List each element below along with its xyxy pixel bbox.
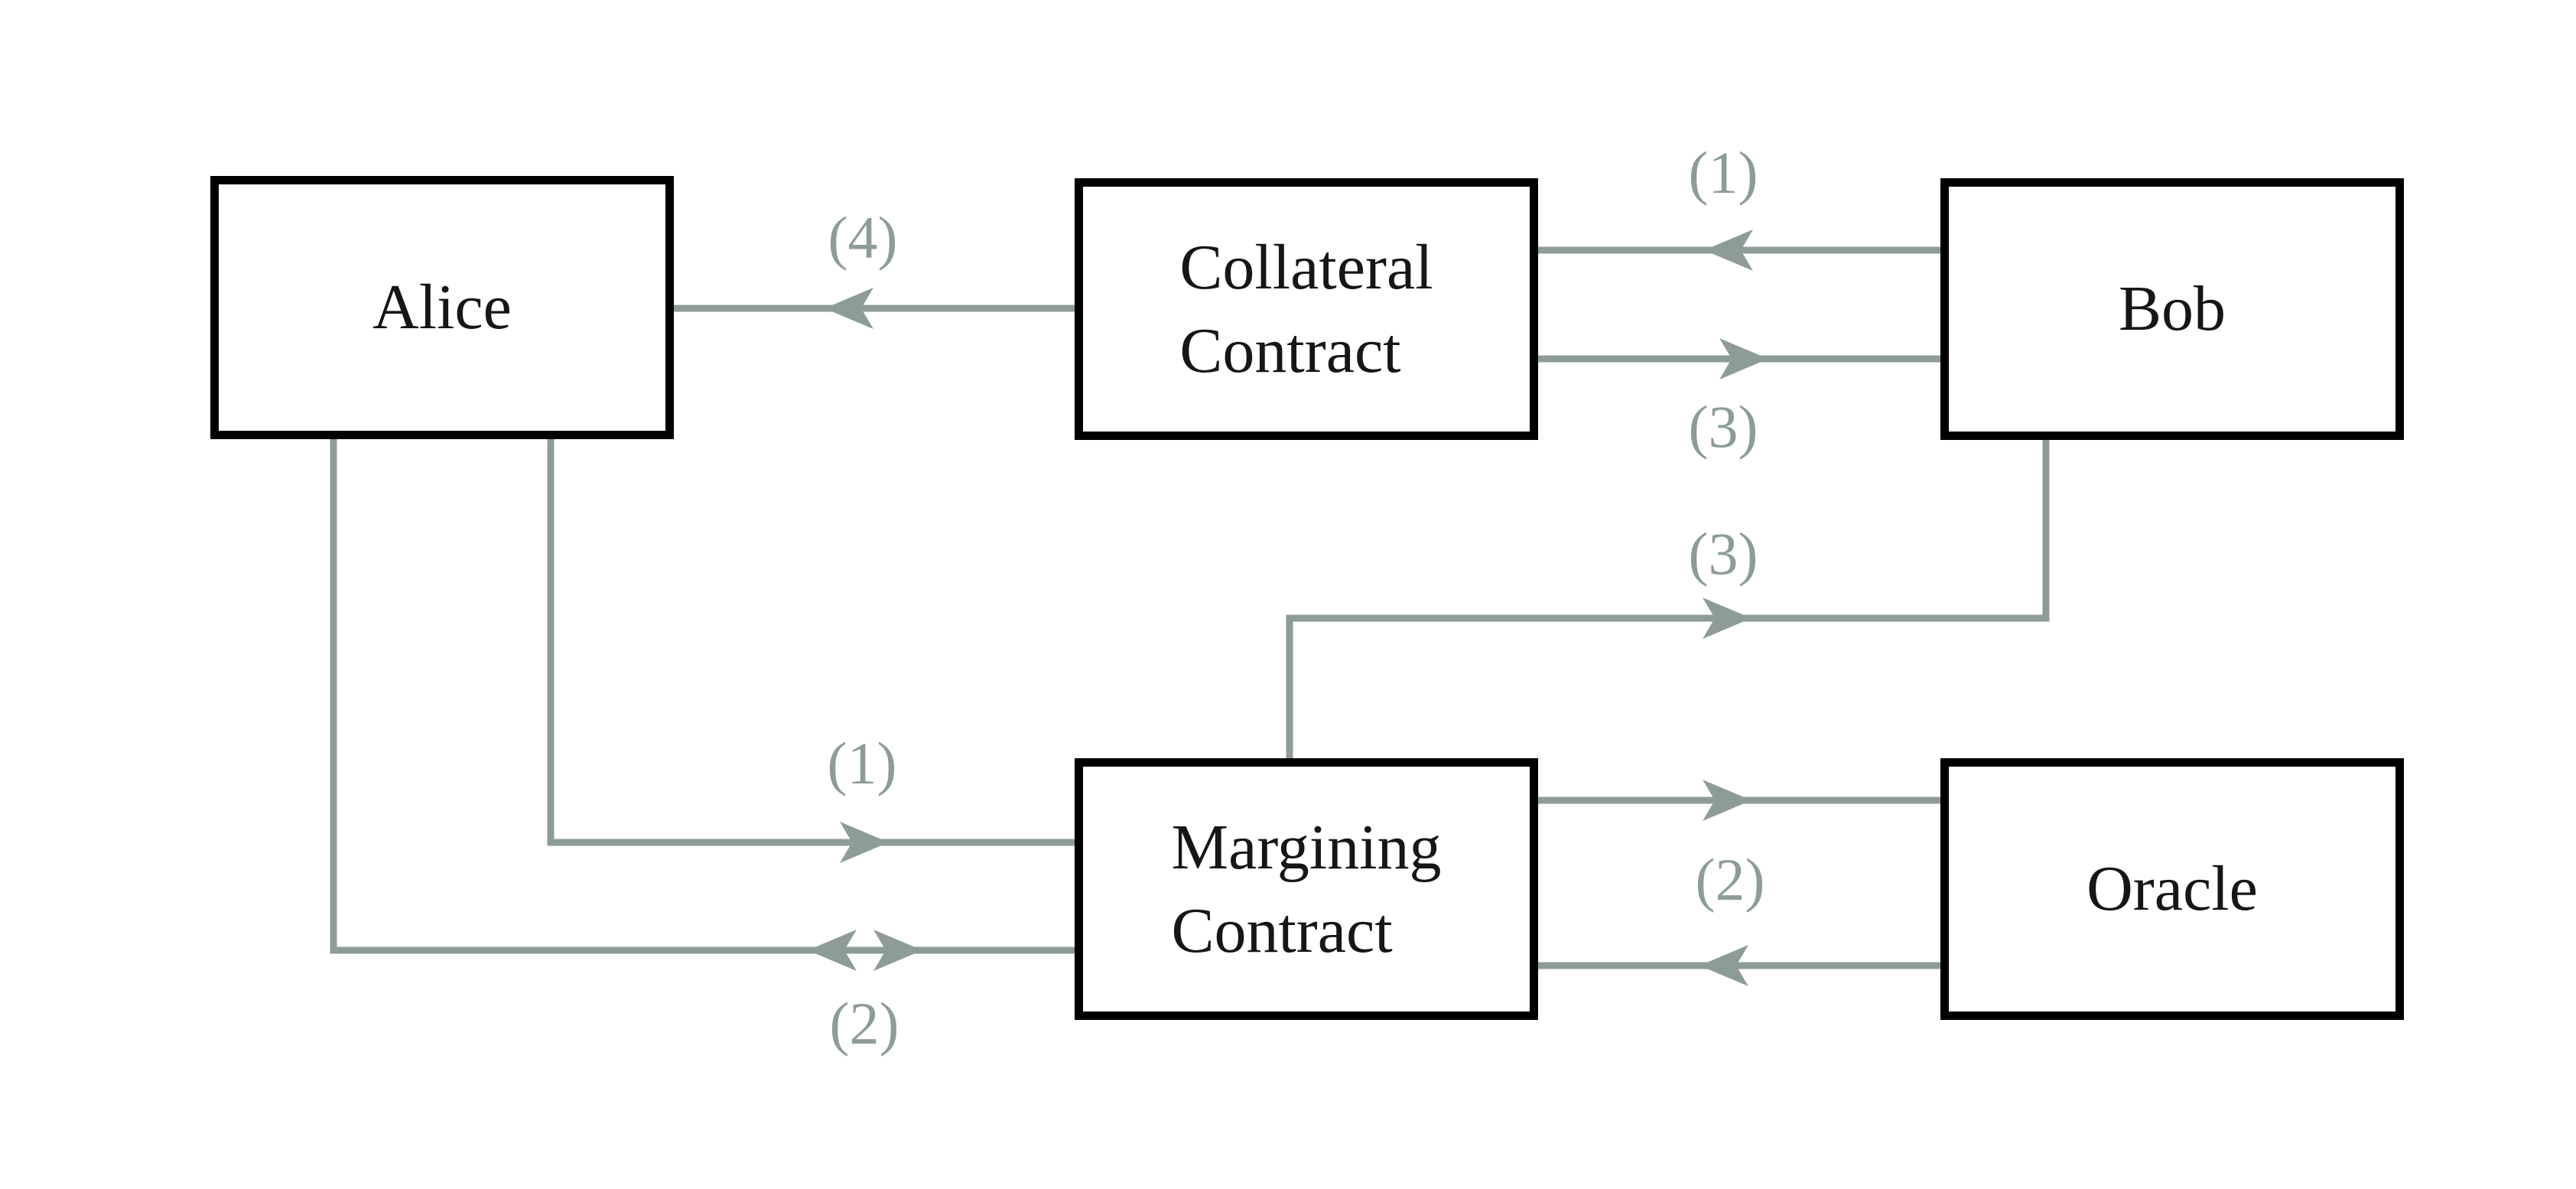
edge-margining-to-bob-line <box>1286 440 2050 758</box>
edge-label-2-oracle-to-margining: (2) <box>1695 846 1765 913</box>
edge-label-3-margining-to-bob: (3) <box>1688 520 1758 587</box>
edge-collateral-to-alice-arrowhead-left-icon <box>825 288 873 329</box>
edge-label-2-alice-margining: (2) <box>829 990 899 1057</box>
edge-collateral-to-bob-arrowhead-right-icon <box>1719 338 1768 380</box>
edge-bob-to-collateral-arrowhead-left-icon <box>1704 230 1753 271</box>
node-bob-label: Bob <box>2118 273 2226 345</box>
edge-alice-to-margining-arrowhead-right-icon <box>840 822 889 863</box>
node-oracle-label: Oracle <box>2086 853 2258 925</box>
node-margining-contract: Margining Contract <box>1075 758 1538 1020</box>
node-collateral-contract-label: Collateral Contract <box>1179 231 1433 386</box>
edge-label-4: (4) <box>828 204 898 271</box>
edge-oracle-to-margining-arrowhead-left-icon <box>1699 945 1748 986</box>
edge-label-3-collateral-to-bob: (3) <box>1688 393 1758 460</box>
node-alice-label: Alice <box>372 272 512 344</box>
edge-alice-margining-two-way-line <box>330 439 1075 954</box>
edge-alice-to-margining-line <box>547 439 1075 846</box>
node-bob: Bob <box>1940 178 2404 440</box>
edge-margining-to-oracle-arrowhead-right-icon <box>1703 780 1751 821</box>
node-collateral-contract: Collateral Contract <box>1075 178 1538 440</box>
edge-alice-margining-arrowhead-left-icon <box>808 930 857 971</box>
edge-margining-to-bob-arrowhead-right-icon <box>1703 598 1751 639</box>
node-alice: Alice <box>210 176 674 439</box>
node-oracle: Oracle <box>1940 758 2404 1020</box>
edge-label-1-alice-to-margining: (1) <box>827 730 897 796</box>
node-margining-contract-label: Margining Contract <box>1171 811 1442 966</box>
edge-alice-margining-arrowhead-right-icon <box>873 930 922 971</box>
edge-label-1-bob-to-collateral: (1) <box>1688 139 1758 206</box>
